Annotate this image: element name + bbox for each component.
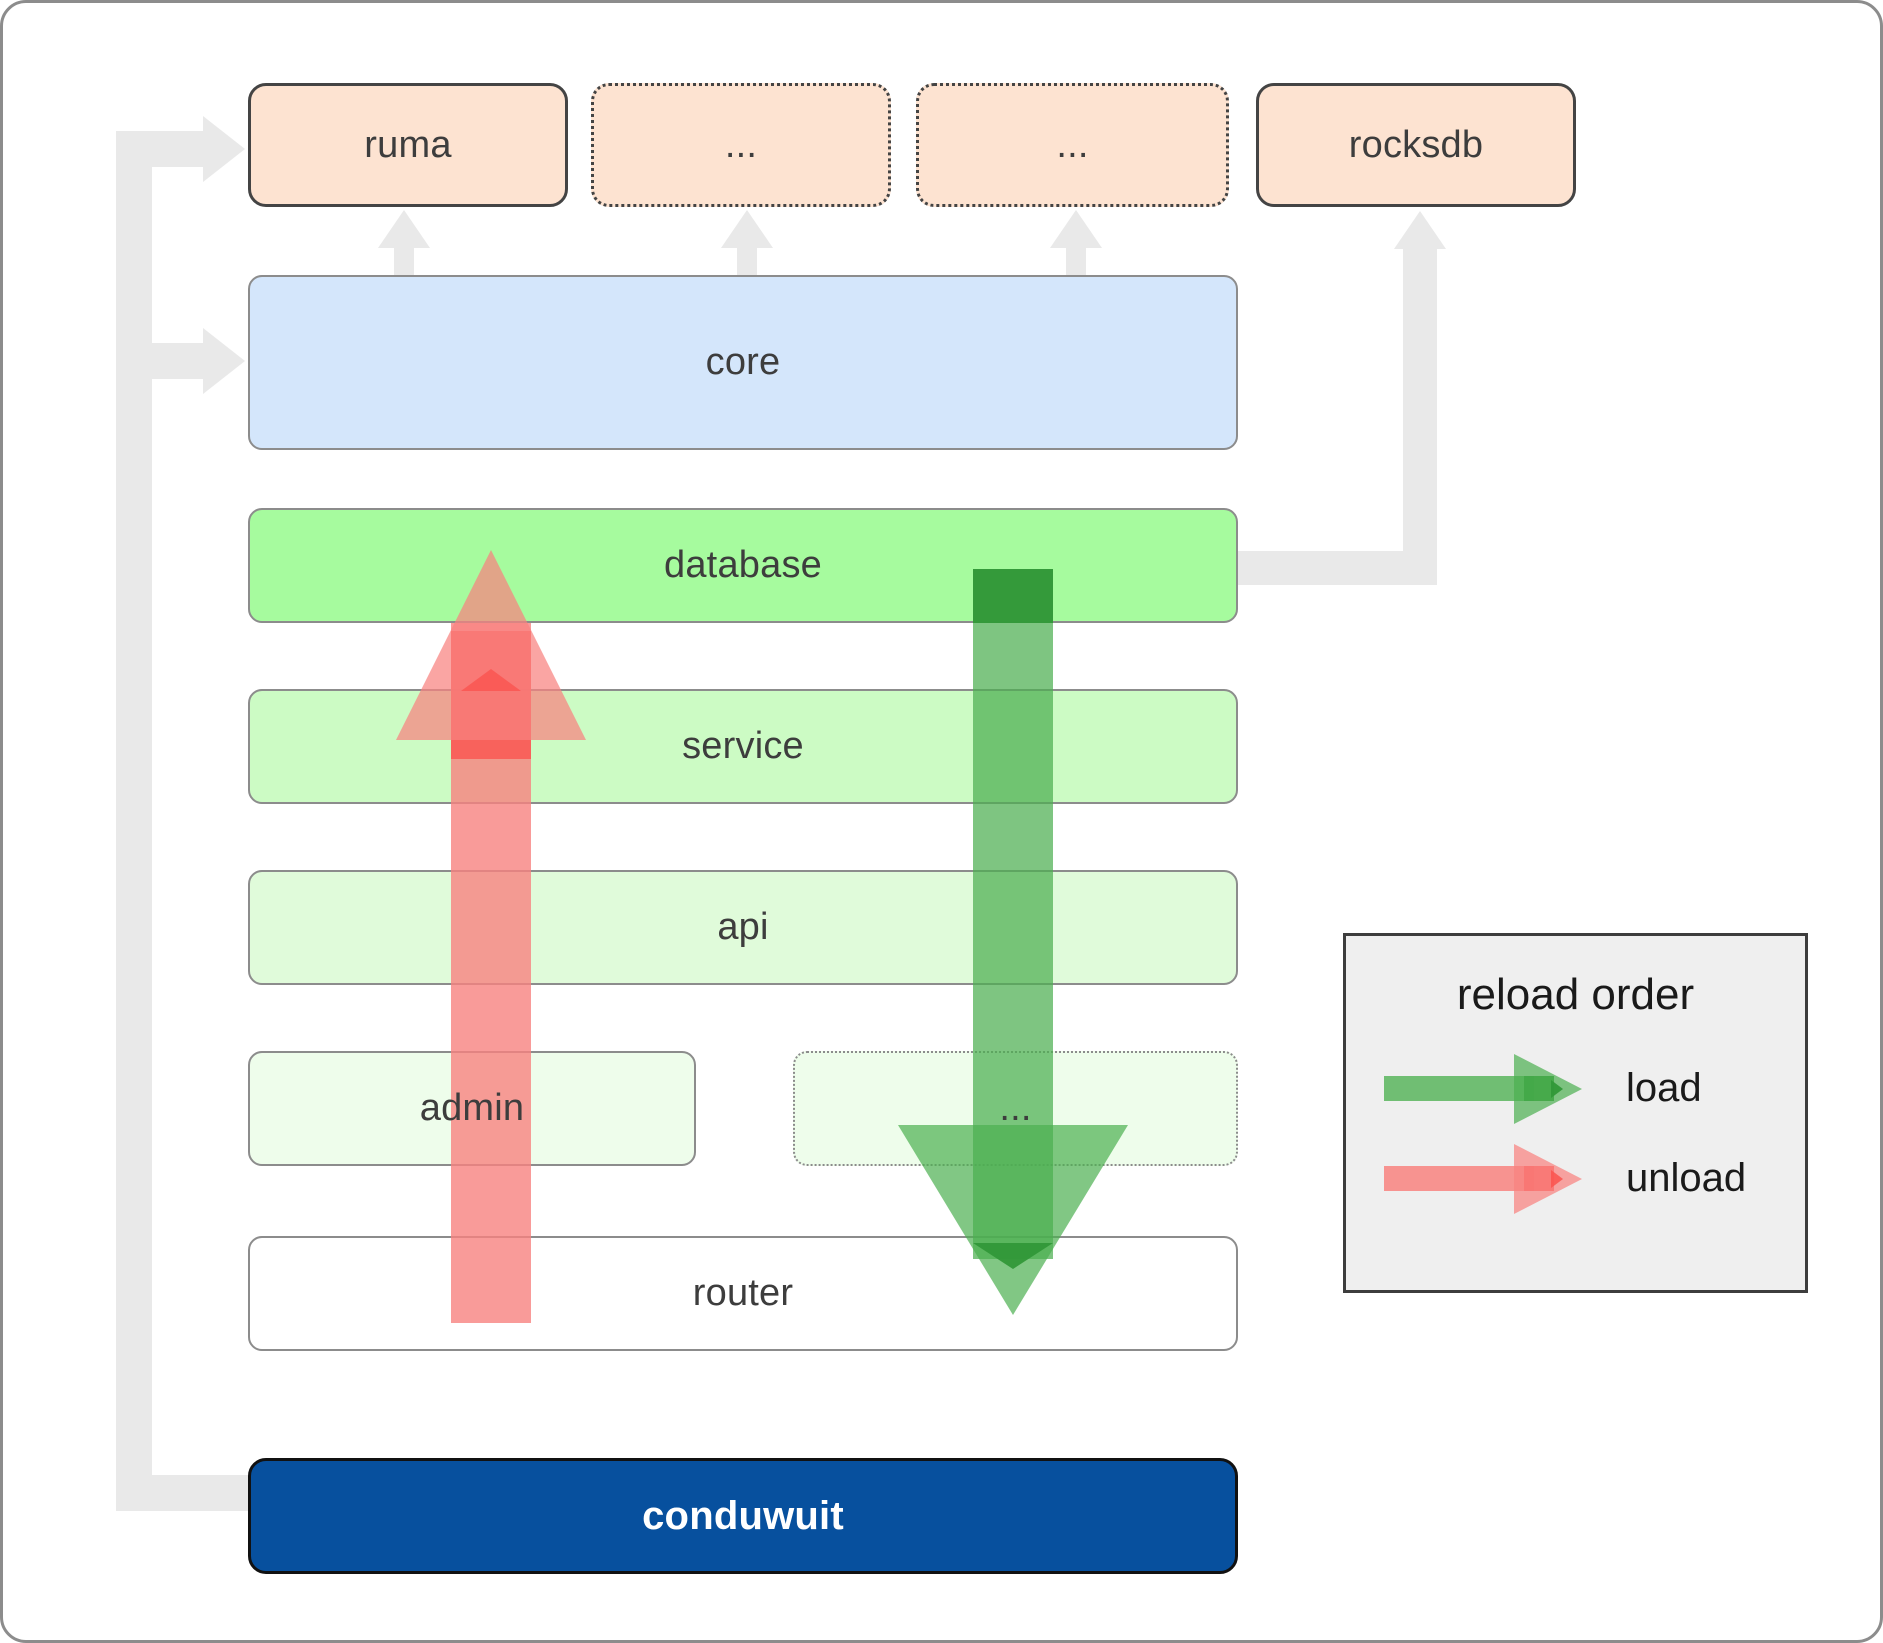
unload-arrow-head <box>396 550 586 740</box>
legend-title: reload order <box>1456 970 1695 1019</box>
unload-arrow-tip <box>461 669 521 691</box>
node-rocksdb[interactable]: rocksdb <box>1256 83 1576 207</box>
node-core[interactable]: core <box>248 275 1238 450</box>
legend-load-arrow-shaft <box>1384 1076 1534 1101</box>
node-core-label: core <box>705 341 781 383</box>
connector-trunk-vertical <box>116 131 152 1511</box>
connector-arrowhead-rocksdb <box>1394 211 1446 249</box>
connector-arrowhead-core <box>203 328 245 394</box>
node-admin-label: admin <box>419 1087 525 1129</box>
node-rocksdb-label: rocksdb <box>1348 123 1484 166</box>
legend-unload-label: unload <box>1626 1156 1747 1200</box>
legend-load-arrow-head <box>1514 1054 1582 1124</box>
node-database-label: database <box>664 544 822 586</box>
node-dep-2[interactable]: ... <box>591 83 891 207</box>
legend-unload-arrow-head <box>1514 1144 1582 1214</box>
legend-load-label: load <box>1626 1066 1702 1110</box>
legend-unload-arrow-notch <box>1551 1170 1563 1188</box>
node-api[interactable]: api <box>248 870 1238 985</box>
load-arrow-shaft-top-solid <box>973 569 1053 623</box>
legend-unload-arrow-shaft <box>1384 1166 1534 1191</box>
connector-database-to-rocksdb-vertical <box>1403 249 1437 585</box>
node-dep-3[interactable]: ... <box>916 83 1229 207</box>
connector-core-to-dep2-shaft <box>737 243 757 278</box>
connector-to-conduwuit <box>116 1475 251 1511</box>
connector-core-to-ruma-arrowhead <box>378 210 430 248</box>
node-api-label: api <box>717 906 769 948</box>
node-conduwuit-label: conduwuit <box>642 1493 844 1538</box>
connector-core-to-dep2-arrowhead <box>721 210 773 248</box>
node-layer-more-label: ... <box>999 1087 1032 1129</box>
node-dep-3-label: ... <box>1056 123 1089 166</box>
connector-database-to-rocksdb-horizontal <box>1235 551 1421 585</box>
connector-core-to-ruma-shaft <box>394 243 414 278</box>
node-router-label: router <box>692 1272 794 1314</box>
legend-panel: reload order load unload <box>1343 933 1808 1293</box>
node-ruma[interactable]: ruma <box>248 83 568 207</box>
node-service-label: service <box>682 725 804 767</box>
node-ruma-label: ruma <box>364 123 452 166</box>
connector-core-to-dep3-shaft <box>1066 243 1086 278</box>
connector-arrowhead-ruma <box>203 116 245 182</box>
node-dep-2-label: ... <box>724 123 758 166</box>
node-conduwuit[interactable]: conduwuit <box>248 1458 1238 1574</box>
load-arrow-head <box>898 1125 1128 1315</box>
load-arrow-tip <box>973 1243 1053 1269</box>
connector-core-to-dep3-arrowhead <box>1050 210 1102 248</box>
legend-load-arrow-notch <box>1551 1080 1563 1098</box>
